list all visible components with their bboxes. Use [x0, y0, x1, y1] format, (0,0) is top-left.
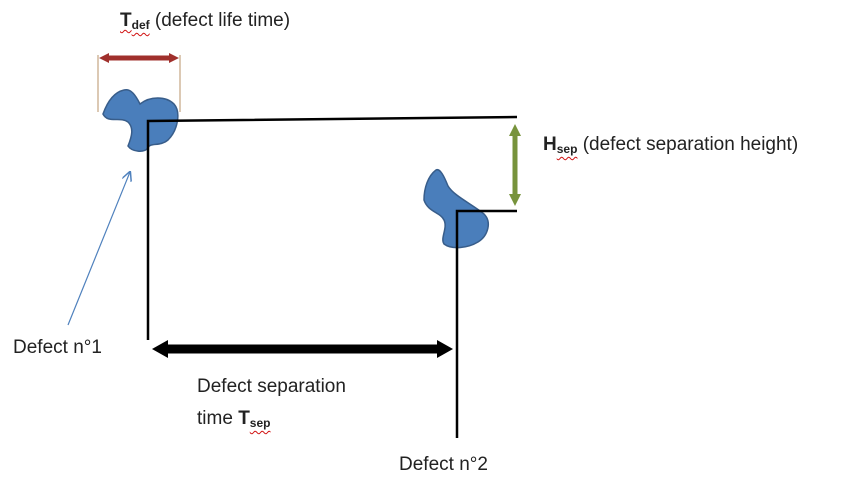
- tdef-subscript: def: [131, 18, 150, 32]
- hsep-symbol: H: [543, 134, 557, 155]
- tsep-subscript: sep: [249, 416, 271, 430]
- hsep-subscript: sep: [556, 142, 578, 156]
- hsep-description: (defect separation height): [577, 134, 799, 155]
- tdef-label: Tdef (defect life time): [120, 10, 290, 33]
- defect-2-bracket-line: [455, 209, 517, 438]
- tsep-label-line1: Defect separation: [197, 376, 346, 397]
- defect-2-shape: [423, 168, 489, 249]
- defect-1-shape: [102, 88, 179, 152]
- tsep-label-line2: time Tsep: [197, 408, 270, 431]
- tdef-symbol: T: [120, 10, 132, 31]
- tsep-prefix: time: [197, 408, 239, 429]
- defect-1-label: Defect n°1: [13, 337, 102, 358]
- defect-1-bracket-line: [146, 115, 518, 340]
- hsep-label: Hsep (defect separation height): [543, 134, 798, 157]
- tdef-description: (defect life time): [149, 10, 291, 31]
- defect-1-pointer-arrow: [67, 172, 130, 326]
- tsep-symbol: T: [238, 408, 250, 429]
- defect-2-label: Defect n°2: [399, 454, 488, 475]
